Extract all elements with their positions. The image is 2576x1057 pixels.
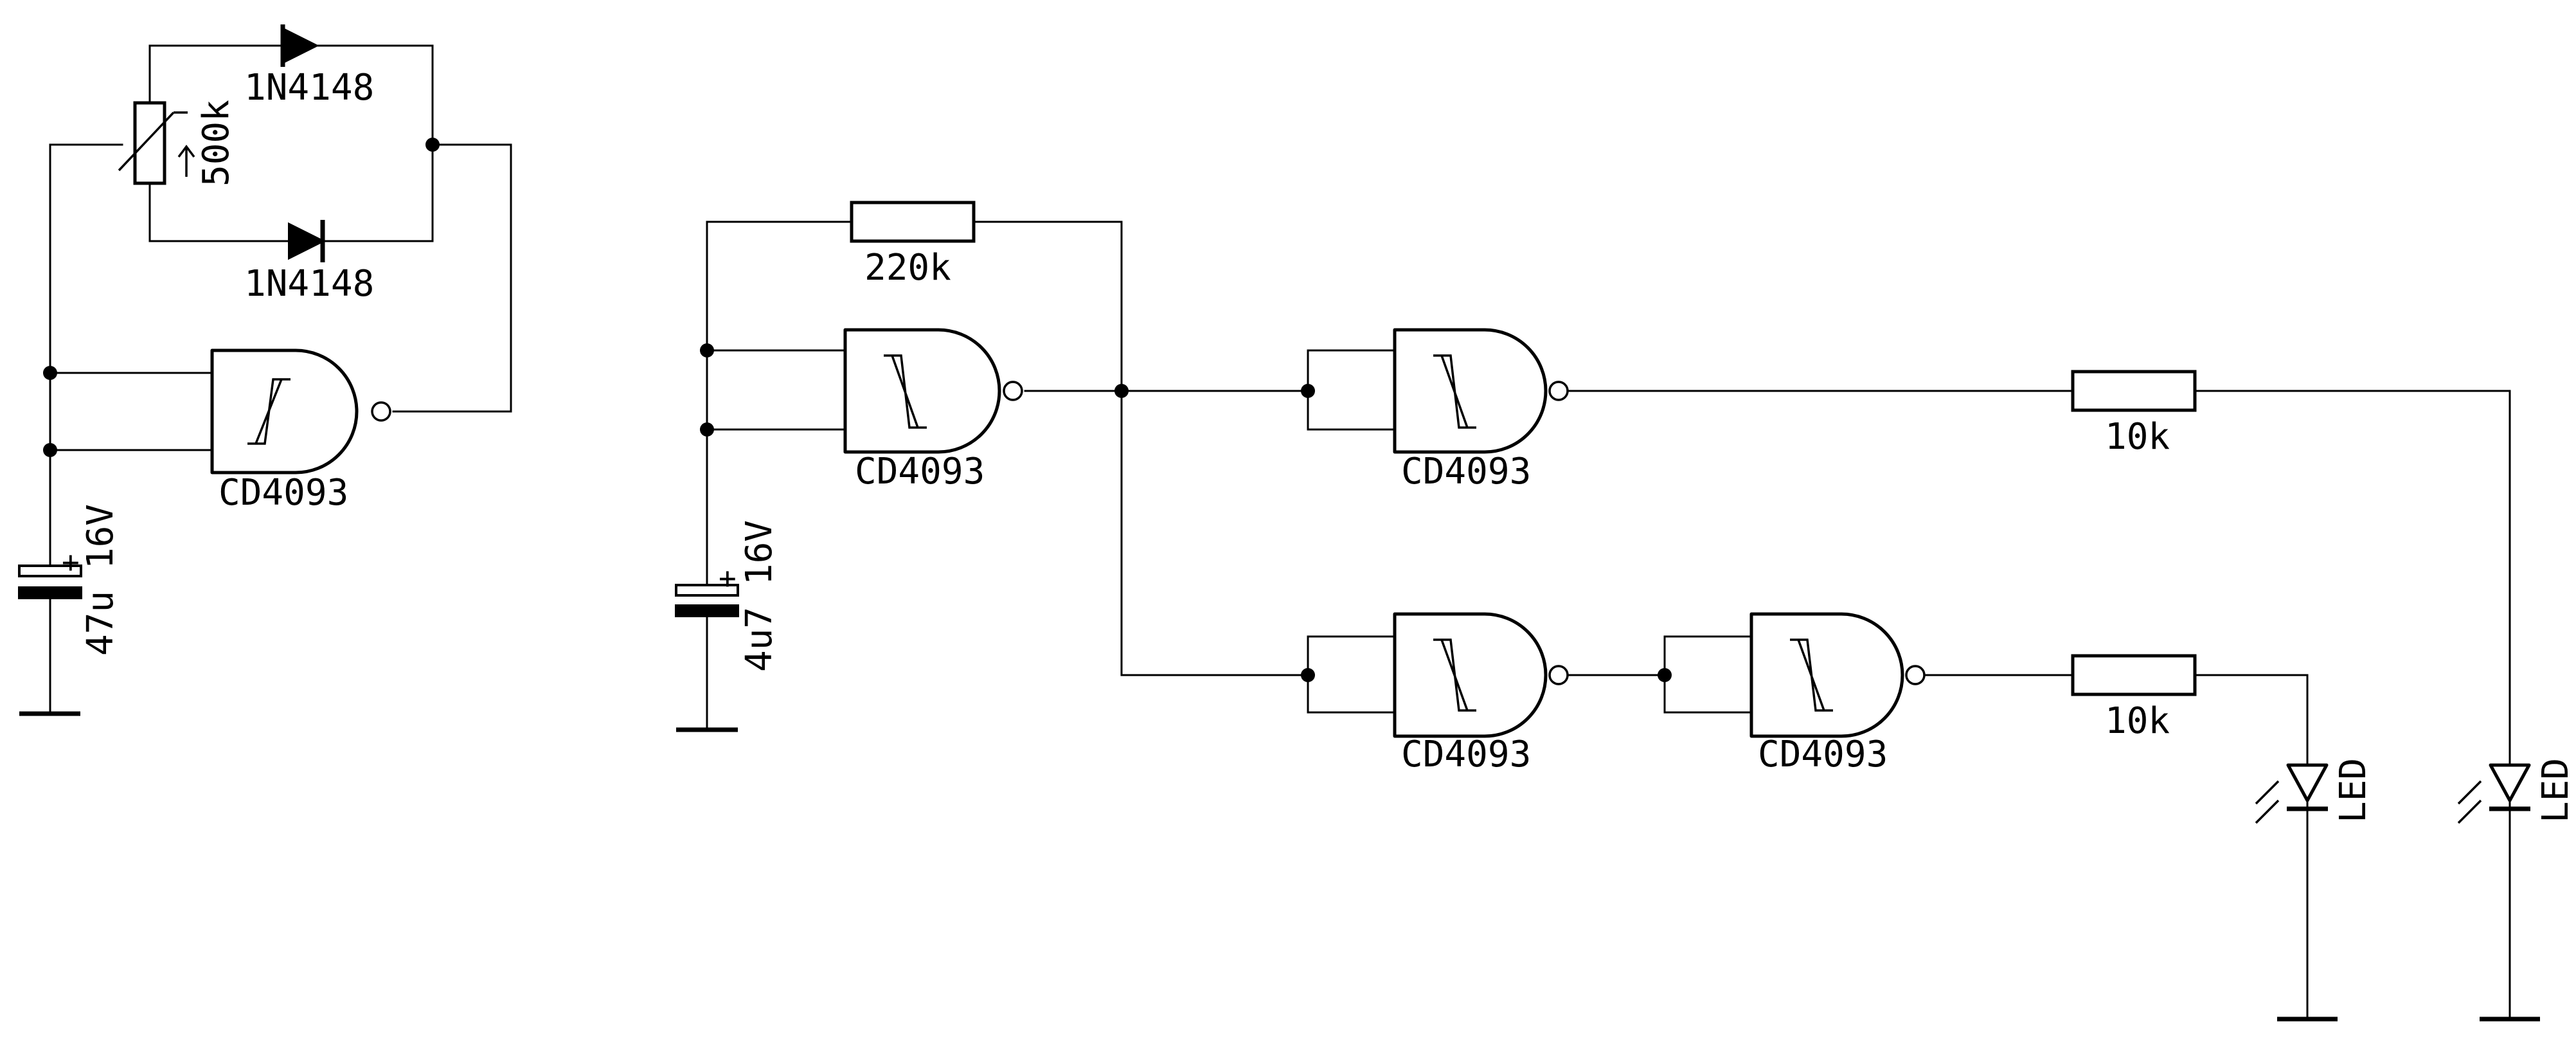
junction [1658, 668, 1672, 682]
resistor-220k-label: 220k [864, 247, 951, 289]
nand-gate-2 [1393, 328, 1569, 454]
pot-label: 500k [195, 100, 237, 186]
potentiometer [118, 101, 195, 185]
gate-3-label: CD4093 [1401, 734, 1531, 775]
junction [1301, 384, 1315, 398]
cap-4u7 [675, 548, 739, 617]
resistor-10k-top [2071, 370, 2197, 412]
cap-left-label: 47u 16V [80, 504, 121, 656]
diode-bottom [288, 220, 326, 262]
resistor-10k-bottom-label: 10k [2105, 700, 2170, 742]
resistor-10k-bottom [2071, 654, 2197, 696]
diode-bottom-label: 1N4148 [244, 263, 374, 305]
nand-gate-4 [1749, 612, 1926, 738]
resistor-220k [850, 201, 976, 243]
junction [1114, 384, 1129, 398]
gate-left-label: CD4093 [219, 472, 348, 514]
junction [700, 343, 714, 357]
diode-top-label: 1N4148 [244, 67, 374, 109]
gate-1-label: CD4093 [855, 451, 985, 492]
gate-2-label: CD4093 [1401, 451, 1531, 492]
right-wires [676, 221, 2540, 1022]
left-wires [19, 44, 512, 716]
junction [425, 138, 440, 152]
nand-gate-left [210, 348, 391, 474]
led-2-label: LED [2535, 758, 2576, 823]
junction [43, 366, 57, 380]
junction [1301, 668, 1315, 682]
nand-gate-1 [843, 328, 1023, 454]
led-2 [2457, 763, 2531, 824]
cap-right-polarity: + [719, 561, 737, 595]
led-1 [2255, 763, 2329, 824]
cap-right-label: 4u7 16V [738, 520, 780, 672]
cap-left-polarity: + [62, 545, 80, 579]
right-circuit: 220k CD4093 CD4093 CD4093 CD4093 [675, 201, 2576, 1022]
diode-top [280, 24, 319, 67]
junction [700, 422, 714, 437]
junction [43, 443, 57, 457]
led-1-label: LED [2332, 758, 2374, 823]
left-circuit: 1N4148 1N4148 500k CD4093 [18, 24, 512, 716]
gate-4-label: CD4093 [1758, 734, 1888, 775]
cap-47u [18, 548, 82, 602]
nand-gate-3 [1393, 612, 1569, 738]
resistor-10k-top-label: 10k [2105, 416, 2170, 458]
